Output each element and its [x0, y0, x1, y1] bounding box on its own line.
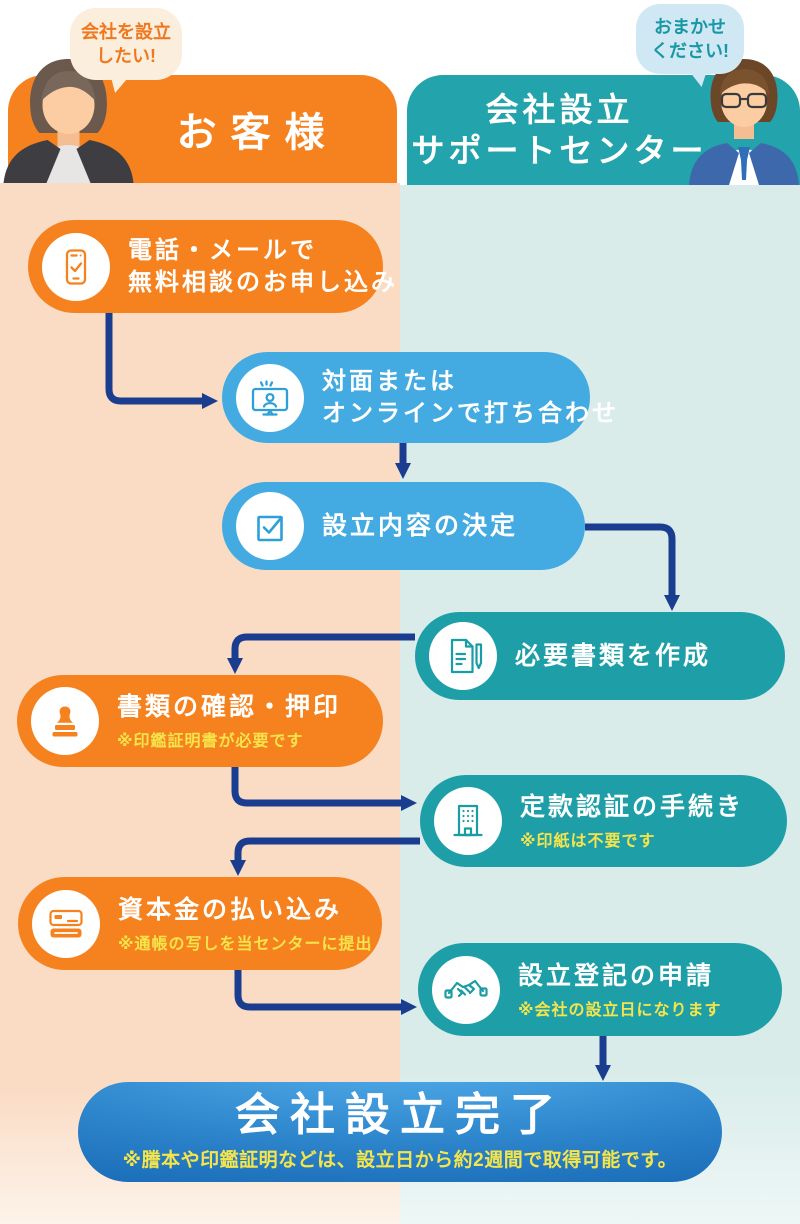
support-staff-avatar [688, 57, 800, 185]
step1-label-line2: 無料相談のお申し込み [128, 268, 398, 296]
step6-label: 定款認証の手続き [520, 793, 745, 821]
bankbook-icon [32, 889, 100, 958]
step8-label: 設立登記の申請 [518, 961, 715, 990]
online-meeting-icon [236, 363, 304, 432]
customer-bubble-line2: したい! [96, 46, 156, 66]
stamp-icon [31, 687, 99, 755]
arrow-step6-step7 [230, 837, 420, 876]
step-meeting: 対面または オンラインで打ち合わせ [222, 352, 616, 443]
step5-label: 書類の確認・押印 [117, 693, 342, 721]
arrow-step1-step2 [105, 313, 218, 409]
step-registration-application: 設立登記の申請 ※会社の設立日になります [418, 943, 782, 1036]
step-prepare-documents: 必要書類を作成 [415, 612, 785, 700]
step-capital-payment: 資本金の払い込み ※通帳の写しを当センターに提出 [18, 877, 382, 970]
step1-label-line1: 電話・メールで [128, 236, 317, 264]
step-articles-certification: 定款認証の手続き ※印紙は不要です [420, 775, 787, 867]
step2-label-line2: オンラインで打ち合わせ [322, 399, 619, 427]
completion-banner: 会社設立完了 ※謄本や印鑑証明などは、設立日から約2週間で取得可能です。 [78, 1082, 722, 1182]
document-pencil-icon [429, 622, 497, 690]
completion-title: 会社設立完了 [234, 1089, 565, 1140]
step4-label: 必要書類を作成 [515, 641, 712, 670]
step-decide-details: 設立内容の決定 [222, 482, 585, 570]
step7-label: 資本金の払い込み [118, 895, 343, 924]
support-speech-bubble: おまかせ ください! [636, 4, 744, 74]
handshake-icon [432, 955, 500, 1024]
step6-note: ※印紙は不要です [520, 833, 656, 850]
arrow-step4-step5 [227, 633, 415, 674]
arrow-step3-step4 [585, 523, 680, 611]
step5-note: ※印鑑証明書が必要です [117, 733, 304, 750]
step-confirm-seal: 書類の確認・押印 ※印鑑証明書が必要です [17, 675, 383, 767]
arrow-step7-step8 [234, 970, 417, 1015]
arrow-step5-step6 [231, 767, 417, 811]
building-icon [434, 787, 502, 855]
support-header-label-line1: 会社設立 [485, 90, 634, 128]
checkbox-icon [236, 492, 304, 560]
customer-header-label: お客様 [176, 111, 339, 155]
completion-note: ※謄本や印鑑証明などは、設立日から約2週間で取得可能です。 [122, 1150, 678, 1172]
smartphone-check-icon [42, 232, 110, 301]
customer-bubble-line1: 会社を設立 [81, 21, 171, 42]
customer-avatar [2, 55, 135, 183]
support-bubble-line1: おまかせ [654, 16, 726, 37]
support-bubble-line2: ください! [651, 41, 729, 61]
glasses-icon [720, 92, 768, 109]
step8-note: ※会社の設立日になります [518, 1001, 722, 1019]
step-free-consultation: 電話・メールで 無料相談のお申し込み [28, 220, 395, 313]
step3-label: 設立内容の決定 [322, 511, 519, 540]
step2-label-line1: 対面または [322, 367, 457, 395]
step7-note: ※通帳の写しを当センターに提出 [118, 935, 373, 953]
customer-speech-bubble: 会社を設立 したい! [70, 8, 182, 80]
support-header-label-line2: サポートセンター [411, 132, 708, 169]
